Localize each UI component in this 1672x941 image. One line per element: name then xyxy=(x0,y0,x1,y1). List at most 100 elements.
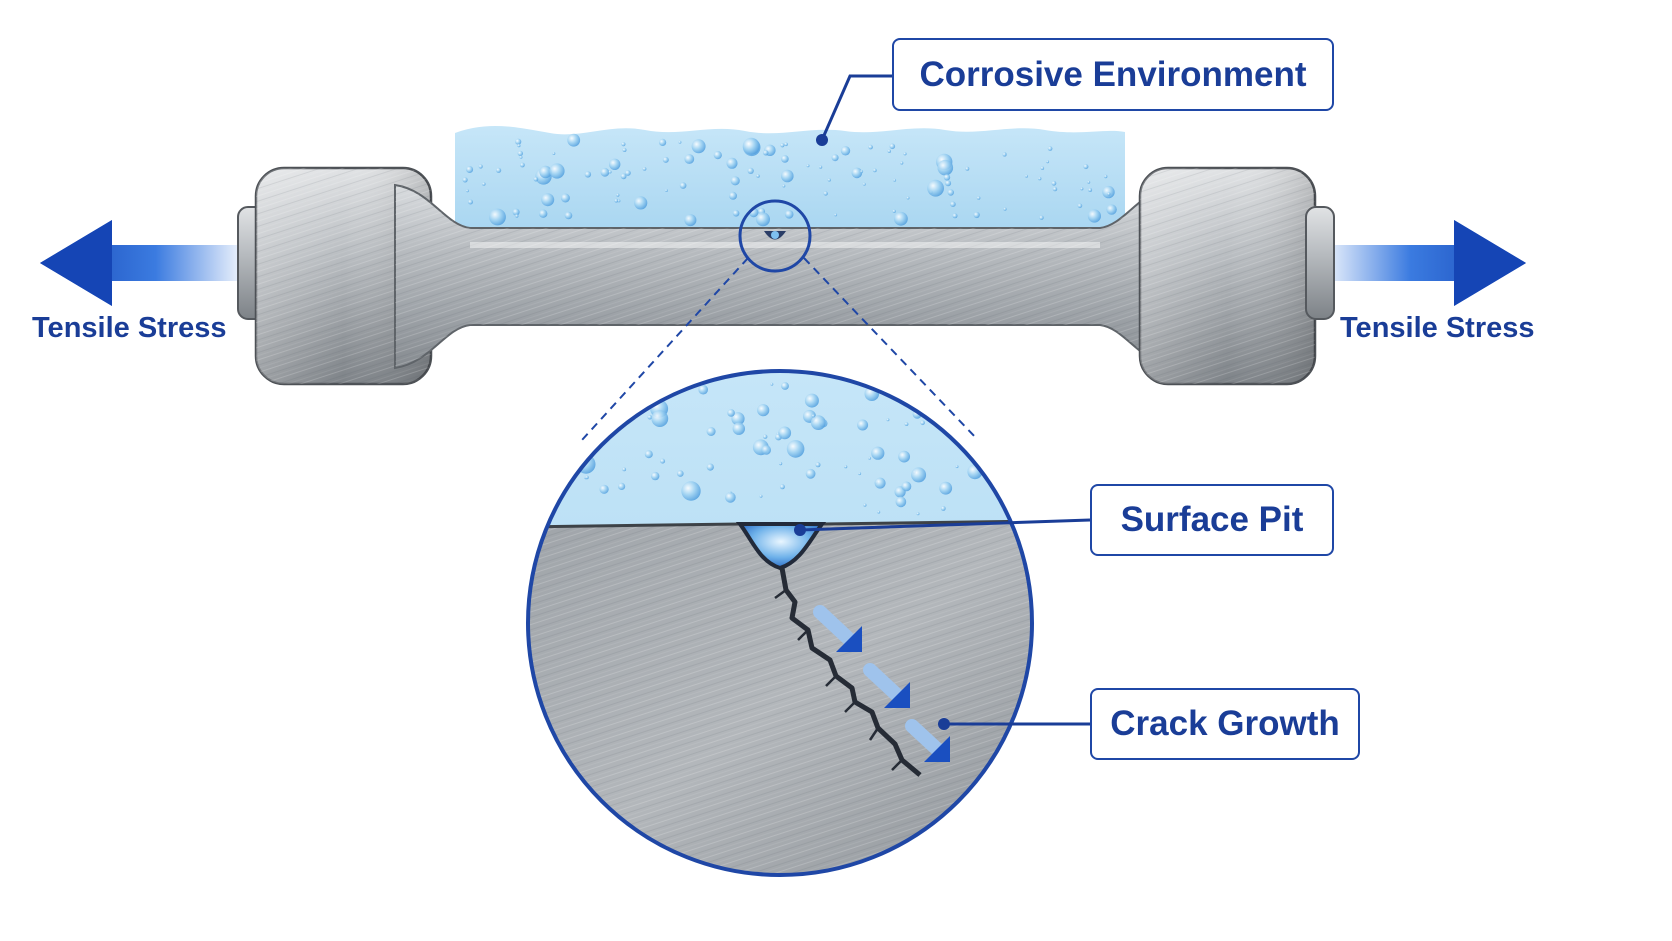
bubble xyxy=(625,170,631,176)
bubble xyxy=(660,458,666,464)
bubble xyxy=(784,142,788,147)
bubble xyxy=(782,184,786,188)
bubble xyxy=(592,419,596,423)
bubble xyxy=(815,462,821,468)
bubble xyxy=(607,393,611,398)
bubble xyxy=(644,450,653,459)
bubble xyxy=(805,468,816,479)
bubble xyxy=(1107,192,1111,196)
bubble xyxy=(567,133,581,147)
bubble xyxy=(857,419,869,431)
bubble xyxy=(537,507,546,517)
bubble xyxy=(1080,187,1084,191)
bubble xyxy=(1077,203,1083,209)
bubble xyxy=(900,376,905,381)
bubble xyxy=(851,167,863,179)
bubble xyxy=(1051,180,1057,186)
bubble xyxy=(1083,164,1089,170)
crack-growth-label: Crack Growth xyxy=(1090,688,1360,760)
bubble xyxy=(779,484,785,490)
bubble xyxy=(654,396,659,400)
bubble xyxy=(595,416,600,421)
bubble xyxy=(647,414,653,420)
bubble xyxy=(732,210,740,217)
bubble xyxy=(780,143,785,148)
bubble xyxy=(564,407,571,414)
surface-pit-text: Surface Pit xyxy=(1120,500,1304,539)
bubble xyxy=(834,213,838,217)
bubble xyxy=(901,382,906,387)
bubble xyxy=(901,481,912,492)
bubble xyxy=(920,420,925,426)
bubble xyxy=(515,138,522,145)
bubble xyxy=(609,423,614,428)
bubble xyxy=(1102,185,1115,199)
tensile-specimen xyxy=(237,166,1335,386)
bubble xyxy=(840,146,851,156)
bubble xyxy=(706,463,714,471)
bubble xyxy=(614,198,619,203)
bubble xyxy=(811,414,816,418)
zoom-detail xyxy=(526,369,1034,877)
bubble xyxy=(662,156,669,163)
bubble xyxy=(871,446,885,460)
bubble xyxy=(571,432,575,436)
bubble xyxy=(732,422,745,435)
bubble xyxy=(937,159,954,176)
corrosive-liquid xyxy=(455,125,1125,232)
corrosive-environment-text: Corrosive Environment xyxy=(919,54,1307,94)
bubble xyxy=(950,201,956,207)
bubble xyxy=(1088,188,1093,192)
bubble xyxy=(757,404,770,417)
bubble xyxy=(858,472,862,476)
bubble xyxy=(952,213,958,219)
bubble xyxy=(770,382,774,386)
bubble xyxy=(678,140,682,144)
bubble xyxy=(894,211,908,226)
bubble xyxy=(1047,146,1053,151)
bubble xyxy=(886,386,893,393)
bubble xyxy=(539,165,552,179)
bubble xyxy=(973,211,980,219)
bubble xyxy=(886,418,890,422)
bubble xyxy=(725,492,736,503)
bubble xyxy=(759,494,763,498)
bubble xyxy=(651,410,669,427)
bubble xyxy=(927,179,944,197)
bubble xyxy=(582,442,586,446)
bubble xyxy=(887,149,891,153)
bubble xyxy=(976,196,981,200)
bubble xyxy=(584,171,592,178)
tensile-stress-right-label: Tensile Stress xyxy=(1340,312,1535,344)
bubble xyxy=(763,150,769,156)
bubble xyxy=(731,412,745,426)
bubble xyxy=(862,182,866,186)
crack-growth-text: Crack Growth xyxy=(1110,704,1340,743)
bubble xyxy=(955,465,959,469)
bubble xyxy=(906,196,910,200)
bubble xyxy=(900,161,904,165)
bubble xyxy=(616,193,620,197)
bubble xyxy=(713,151,722,160)
bubble xyxy=(729,191,737,200)
bubble xyxy=(987,409,1004,426)
bubble xyxy=(600,167,610,177)
bubble xyxy=(1087,209,1101,223)
bubble xyxy=(519,155,523,159)
bubble xyxy=(515,214,519,218)
bubble xyxy=(994,373,998,378)
bubble xyxy=(747,167,754,174)
bubble xyxy=(1003,498,1007,502)
bubble xyxy=(1000,379,1014,394)
bubble xyxy=(868,456,872,460)
bubble xyxy=(975,447,979,452)
bubble xyxy=(872,168,877,173)
bubble xyxy=(478,164,483,169)
bubble xyxy=(679,182,687,189)
bubble xyxy=(532,397,551,416)
bubble xyxy=(520,162,525,168)
bubble xyxy=(549,163,565,179)
bubble xyxy=(781,169,794,183)
bubble xyxy=(659,138,667,146)
